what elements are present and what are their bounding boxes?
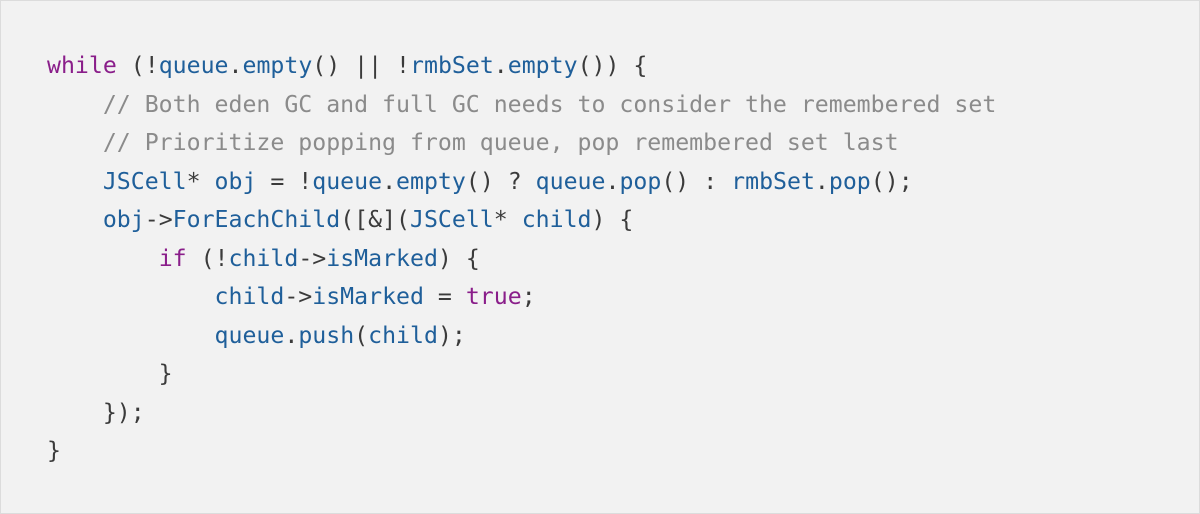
code-identifier: pop — [828, 167, 871, 195]
code-line: if (!child->isMarked) { — [47, 240, 996, 279]
code-punctuation: } — [47, 360, 173, 387]
code-punctuation: = — [423, 283, 466, 310]
code-line: obj->ForEachChild([&](JSCell* child) { — [47, 201, 996, 240]
code-line: // Both eden GC and full GC needs to con… — [47, 86, 996, 125]
code-identifier: ForEachChild — [172, 206, 341, 233]
code-line: child->isMarked = true; — [47, 278, 996, 317]
code-punctuation: . — [814, 167, 829, 195]
code-identifier: queue — [214, 321, 285, 349]
code-identifier: pop — [619, 167, 662, 195]
code-keyword: if — [158, 244, 187, 272]
code-identifier: child — [214, 283, 285, 310]
code-punctuation: . — [382, 167, 397, 195]
code-punctuation: (); — [870, 167, 913, 195]
code-punctuation: (! — [186, 244, 229, 272]
code-listing: while (!queue.empty() || !rmbSet.empty()… — [47, 47, 996, 471]
code-identifier: empty — [507, 52, 578, 79]
code-identifier: child — [228, 244, 299, 272]
code-keyword: true — [465, 283, 522, 310]
code-identifier: obj — [214, 167, 257, 195]
code-identifier: child — [521, 206, 592, 233]
code-punctuation: ) { — [437, 244, 480, 272]
code-line: } — [47, 432, 996, 471]
code-punctuation: () : — [661, 167, 732, 195]
code-identifier: isMarked — [312, 283, 424, 310]
code-line: while (!queue.empty() || !rmbSet.empty()… — [47, 47, 996, 86]
code-punctuation: (! — [116, 52, 159, 79]
code-line: // Prioritize popping from queue, pop re… — [47, 124, 996, 163]
code-punctuation — [47, 206, 103, 233]
code-comment: // Both eden GC and full GC needs to con… — [102, 90, 997, 118]
code-punctuation: . — [228, 52, 243, 79]
code-identifier: child — [368, 321, 438, 349]
code-punctuation: () || ! — [312, 52, 411, 79]
code-identifier: empty — [396, 167, 466, 195]
code-punctuation — [47, 91, 103, 118]
code-punctuation — [47, 283, 215, 310]
code-line: queue.push(child); — [47, 317, 996, 356]
code-punctuation: ()) { — [577, 52, 648, 79]
code-identifier: JSCell — [410, 206, 494, 233]
code-punctuation: ([&]( — [340, 206, 410, 233]
code-punctuation — [47, 129, 103, 156]
code-line: }); — [47, 394, 996, 433]
code-identifier: JSCell — [102, 167, 187, 195]
code-identifier: queue — [535, 167, 606, 195]
code-line: } — [47, 355, 996, 394]
code-identifier: rmbSet — [731, 167, 815, 195]
code-punctuation: ); — [437, 321, 466, 349]
code-punctuation: * — [493, 206, 522, 233]
code-punctuation: -> — [298, 244, 327, 272]
code-identifier: queue — [158, 52, 229, 79]
code-punctuation: ; — [521, 283, 536, 310]
code-keyword: while — [47, 52, 117, 79]
code-punctuation — [47, 245, 159, 272]
code-line: JSCell* obj = !queue.empty() ? queue.pop… — [47, 163, 996, 202]
code-identifier: push — [298, 321, 355, 349]
code-punctuation: . — [605, 167, 620, 195]
code-identifier: obj — [102, 206, 145, 233]
code-punctuation: }); — [47, 398, 145, 426]
code-identifier: rmbSet — [410, 52, 494, 79]
code-punctuation: = ! — [256, 167, 313, 195]
code-identifier: queue — [312, 167, 383, 195]
code-punctuation: -> — [144, 206, 173, 233]
code-punctuation — [47, 322, 215, 349]
code-punctuation: ( — [354, 321, 369, 349]
code-punctuation: . — [284, 321, 299, 349]
code-identifier: empty — [242, 52, 313, 79]
code-punctuation: } — [47, 437, 61, 464]
code-comment: // Prioritize popping from queue, pop re… — [102, 129, 899, 156]
code-punctuation: * — [186, 167, 215, 195]
code-punctuation: () ? — [465, 167, 536, 195]
code-punctuation: . — [493, 52, 508, 79]
code-identifier: isMarked — [326, 244, 438, 272]
code-punctuation: ) { — [591, 206, 634, 233]
code-punctuation — [47, 168, 103, 195]
code-punctuation: -> — [284, 283, 313, 310]
